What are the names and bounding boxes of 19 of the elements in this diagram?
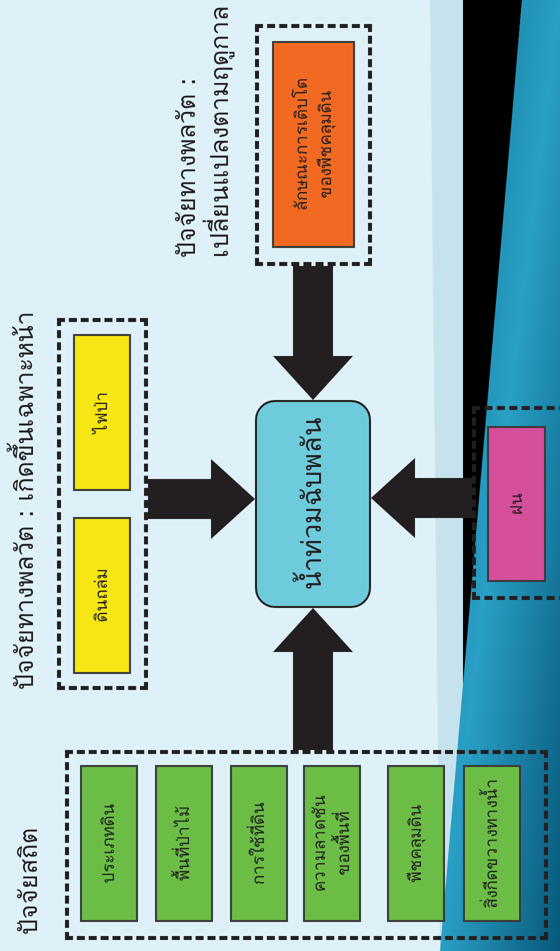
- factor-box: ฝน: [487, 426, 546, 582]
- factor-box: ประเภทดิน: [80, 765, 138, 922]
- outcome-box: น้ำท่วมฉับพลัน: [255, 400, 371, 608]
- group-heading: ปัจจัยสถิต: [13, 827, 44, 935]
- factor-box: ลักษณะการเติบโต ของพืชคลุมดิน: [272, 41, 355, 248]
- block-arrow: [273, 266, 353, 400]
- factor-box: การใช้ที่ดิน: [230, 765, 288, 922]
- block-arrow: [371, 458, 472, 538]
- block-arrow: [273, 608, 353, 750]
- factor-box: ความลาดชัน ของพื้นที่: [303, 765, 361, 922]
- factor-box: ดินถล่ม: [73, 517, 131, 674]
- group-heading: ปัจจัยทางพลวัต : เปลี่ยนแปลงตามฤดูกาล: [171, 5, 236, 258]
- dashed-group-box: [472, 406, 560, 600]
- group-heading: ปัจจัยทางพลวัต : เกิดขึ้นเฉพาะหน้า: [8, 270, 41, 690]
- factor-box: พืชคลุมดิน: [387, 765, 445, 922]
- factor-box: ไฟป่า: [73, 334, 131, 491]
- block-arrow: [148, 459, 255, 539]
- factor-box: สิ่งกีดขวางทางน้ำ: [463, 765, 521, 922]
- factor-box: พื้นที่ป่าไม้: [155, 765, 213, 922]
